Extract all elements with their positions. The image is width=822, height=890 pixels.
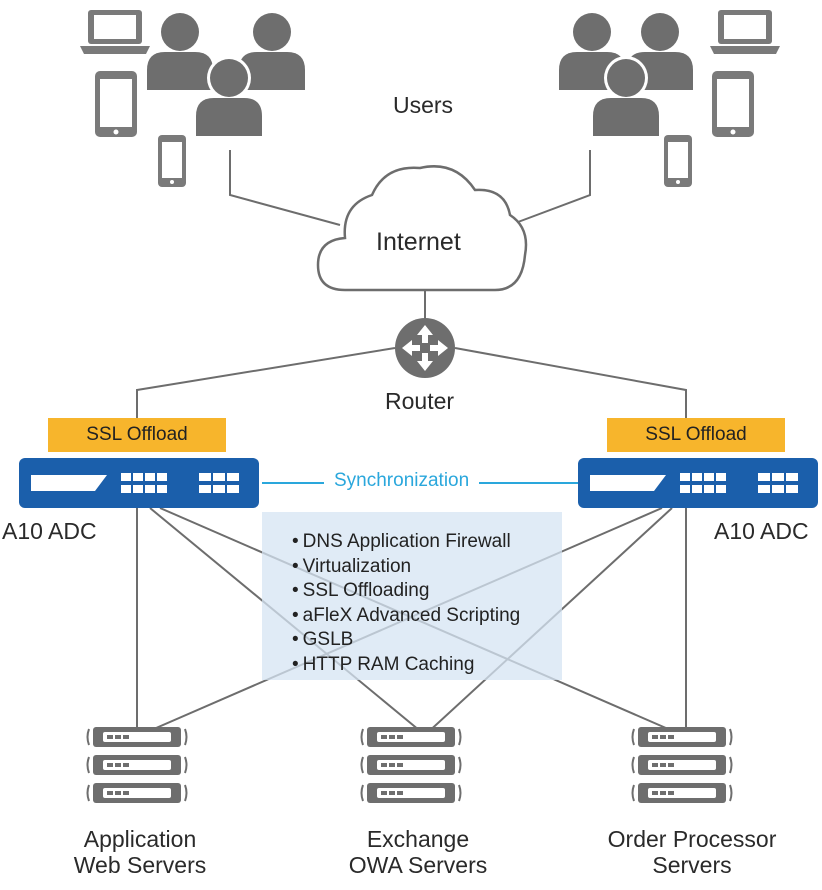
server-stack-owa-icon xyxy=(362,727,461,803)
router-icon xyxy=(395,318,455,378)
server-label-owa-line2: OWA Servers xyxy=(348,852,488,879)
tablet-icon xyxy=(712,71,754,137)
server-label-order: Order Processor Servers xyxy=(608,826,777,879)
server-stack-app-icon xyxy=(88,727,187,803)
feature-item: GSLB xyxy=(292,628,562,653)
internet-label: Internet xyxy=(376,228,461,256)
users-label: Users xyxy=(393,92,454,118)
adc-appliance-left-icon xyxy=(19,458,259,508)
feature-item: HTTP RAM Caching xyxy=(292,653,562,678)
features-panel: DNS Application Firewall Virtualization … xyxy=(262,512,562,680)
phone-icon xyxy=(664,135,692,187)
users-group-left-icon xyxy=(147,13,305,138)
server-label-app-line2: Web Servers xyxy=(73,852,207,879)
tablet-icon xyxy=(95,71,137,137)
server-label-order-line1: Order Processor xyxy=(607,826,777,852)
server-label-app-line1: Application xyxy=(83,826,197,852)
line-users-left xyxy=(229,150,341,226)
line-users-right xyxy=(509,150,591,226)
laptop-icon xyxy=(710,10,780,54)
adc-label-right: A10 ADC xyxy=(714,518,809,544)
server-label-owa: Exchange OWA Servers xyxy=(349,826,487,879)
users-group-right-icon xyxy=(559,13,693,138)
feature-item: SSL Offloading xyxy=(292,579,562,604)
ssl-offload-badge-right: SSL Offload xyxy=(607,418,785,452)
adc-appliance-right-icon xyxy=(578,458,818,508)
router-label: Router xyxy=(385,388,455,414)
server-label-owa-line1: Exchange xyxy=(366,826,470,852)
device-group-right xyxy=(664,10,780,187)
laptop-icon xyxy=(80,10,150,54)
phone-icon xyxy=(158,135,186,187)
server-label-order-line2: Servers xyxy=(652,852,732,879)
synchronization-label: Synchronization xyxy=(324,470,480,492)
device-group-left xyxy=(80,10,186,187)
internet-cloud-icon xyxy=(316,165,528,292)
feature-item: DNS Application Firewall xyxy=(292,530,562,555)
ssl-offload-badge-left: SSL Offload xyxy=(48,418,226,452)
server-stack-order-icon xyxy=(633,727,732,803)
adc-label-left: A10 ADC xyxy=(2,518,97,544)
line-router-right xyxy=(454,347,687,420)
feature-item: Virtualization xyxy=(292,555,562,580)
line-router-left xyxy=(136,347,396,420)
server-label-app: Application Web Servers xyxy=(74,826,207,879)
feature-item: aFleX Advanced Scripting xyxy=(292,604,562,629)
